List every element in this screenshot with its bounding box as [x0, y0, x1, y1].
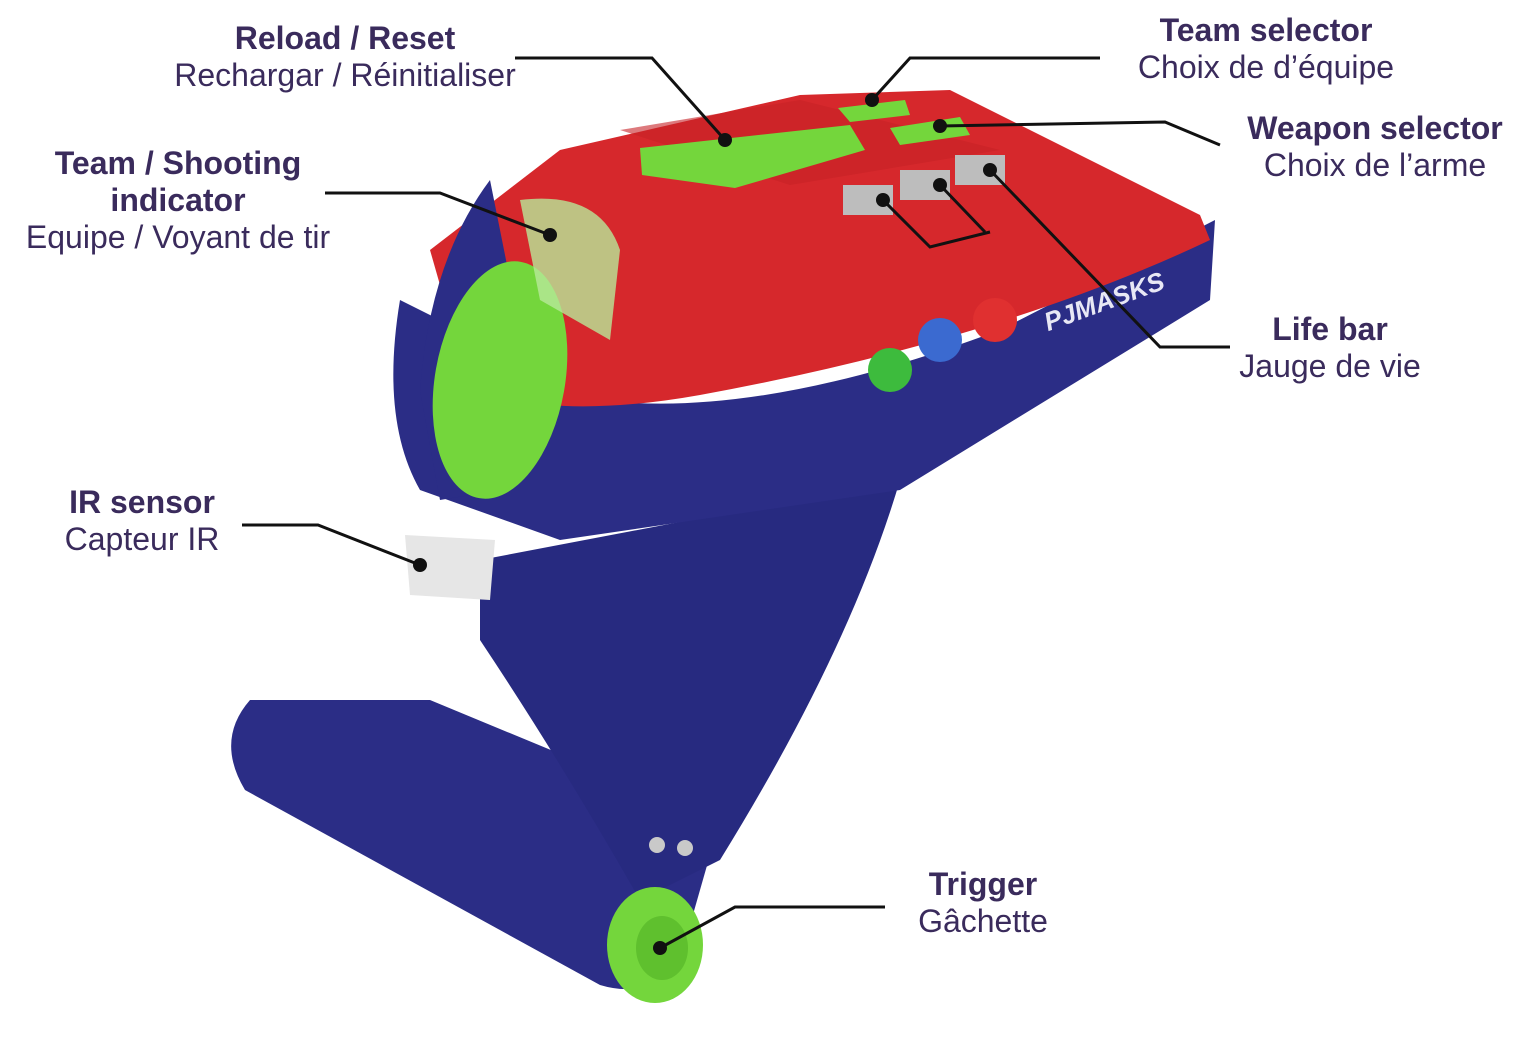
life-bar-segment	[955, 155, 1005, 185]
label-title: Team / Shooting	[54, 145, 302, 181]
label-subtitle: Choix de d’équipe	[1137, 49, 1395, 85]
label-title: Life bar	[1272, 311, 1388, 347]
label-title: Weapon selector	[1247, 110, 1503, 146]
reload-button	[640, 125, 865, 188]
label-subtitle: Capteur IR	[64, 521, 220, 557]
label-title: Reload / Reset	[234, 20, 456, 56]
label-indicator: Team / Shooting indicator Equipe / Voyan…	[26, 145, 330, 256]
body: PJMASKS	[393, 90, 1215, 600]
label-weapon-selector: Weapon selector Choix de l’arme	[1247, 110, 1502, 184]
label-subtitle: Choix de l’arme	[1263, 147, 1487, 183]
label-title: indicator	[110, 182, 246, 218]
label-team-selector: Team selector Choix de d’équipe	[1138, 12, 1394, 86]
label-subtitle: Gâchette	[918, 903, 1048, 939]
label-ir-sensor: IR sensor Capteur IR	[65, 484, 220, 558]
team-selector-button	[838, 100, 910, 122]
label-subtitle: Rechargar / Réinitialiser	[174, 57, 516, 93]
label-subtitle: Jauge de vie	[1239, 348, 1421, 384]
label-title: Trigger	[928, 866, 1038, 902]
label-subtitle: Equipe / Voyant de tir	[25, 219, 331, 255]
label-title: IR sensor	[69, 484, 215, 520]
ir-sensor	[405, 535, 495, 600]
label-life-bar: Life bar Jauge de vie	[1239, 311, 1420, 385]
label-reload: Reload / Reset Rechargar / Réinitialiser	[174, 20, 515, 94]
handle	[231, 480, 900, 1003]
indicator-lens	[432, 261, 568, 499]
weapon-selector-button	[890, 117, 970, 145]
label-trigger: Trigger Gâchette	[918, 866, 1048, 940]
label-title: Team selector	[1159, 12, 1373, 48]
leader-lines	[242, 56, 1230, 950]
